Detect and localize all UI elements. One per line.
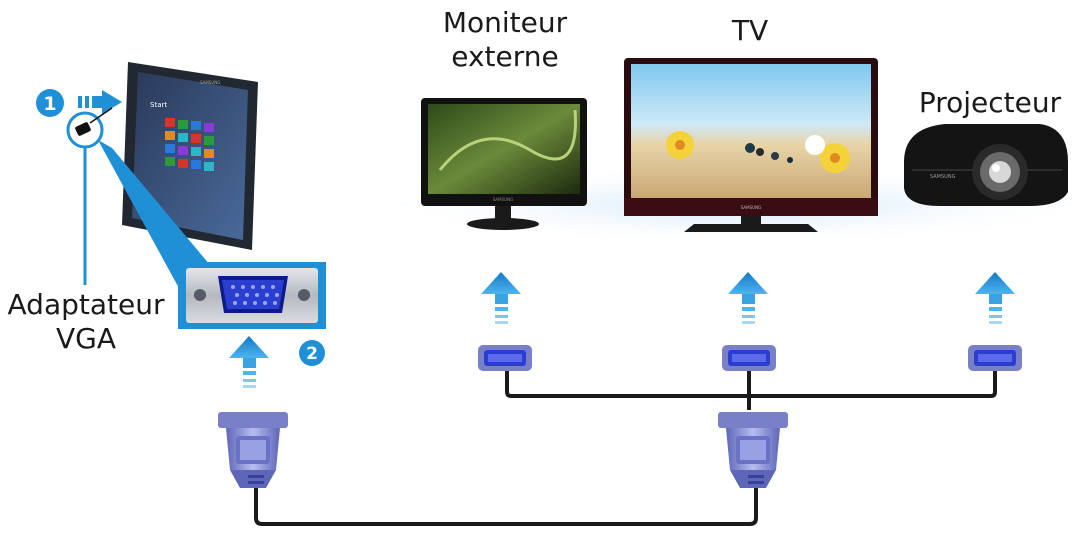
projector-label: Projecteur xyxy=(918,86,1062,119)
tv: SAMSUNG xyxy=(624,58,878,232)
cable-top xyxy=(505,371,997,398)
tv-brand-text: SAMSUNG xyxy=(741,205,761,210)
up-arrow-projector xyxy=(975,272,1015,324)
vga-plug-monitor xyxy=(478,345,532,371)
tablet: Start SAMSUNG xyxy=(122,62,258,250)
projector-brand-text: SAMSUNG xyxy=(930,174,956,180)
vga-connector-left xyxy=(218,412,288,488)
tv-label: TV xyxy=(731,14,769,47)
vga-adapter-label: Adaptateur VGA xyxy=(7,288,165,355)
external-monitor: SAMSUNG xyxy=(421,98,587,230)
port-zoom-wedge xyxy=(98,140,210,290)
cable-bottom xyxy=(254,488,758,526)
step2-badge xyxy=(299,340,325,366)
monitor-brand-text: SAMSUNG xyxy=(493,197,513,202)
vga-connector-right xyxy=(718,412,788,488)
external-monitor-label: Moniteur externe xyxy=(442,6,568,73)
step1-arrow xyxy=(78,90,122,114)
tablet-start-tiles xyxy=(165,118,214,171)
vga-adapter-icon xyxy=(75,107,113,136)
projector: SAMSUNG xyxy=(904,124,1068,206)
tv-screen-flowers xyxy=(666,131,850,173)
tablet-brand-text: SAMSUNG xyxy=(200,80,220,85)
up-arrow-monitor xyxy=(481,272,521,324)
step1-badge xyxy=(36,89,64,117)
vga-plug-projector xyxy=(968,345,1022,371)
step1-number: 1 xyxy=(43,93,56,115)
vga-port-plate xyxy=(178,262,326,329)
vga-plug-tv xyxy=(722,345,776,371)
up-arrow-adapter xyxy=(229,336,269,388)
up-arrow-tv xyxy=(728,272,768,324)
tablet-screen-start-text: Start xyxy=(150,101,167,109)
step2-number: 2 xyxy=(306,344,318,364)
